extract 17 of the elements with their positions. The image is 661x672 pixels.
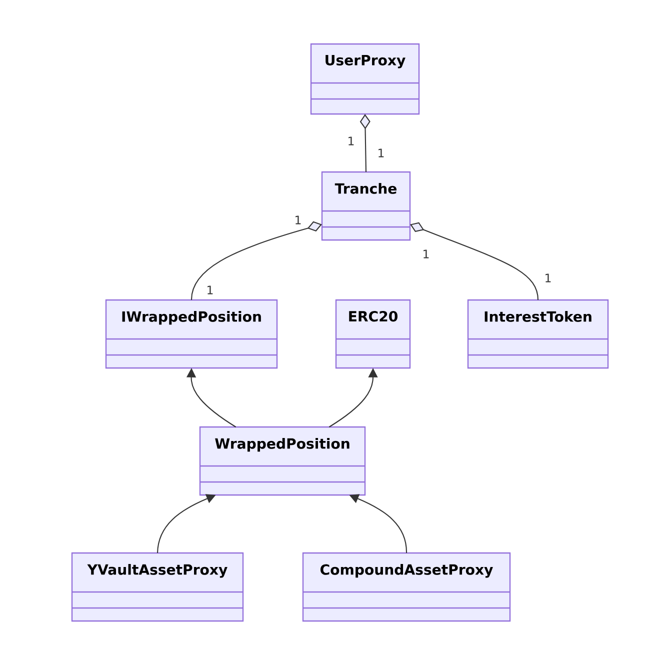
class-box: CompoundAssetProxy xyxy=(302,552,511,622)
multiplicity-label: 1 xyxy=(424,250,429,258)
class-box: Tranche xyxy=(321,171,411,241)
class-box: YVaultAssetProxy xyxy=(71,552,244,622)
multiplicity-label: 1 xyxy=(378,148,384,158)
class-box: ERC20 xyxy=(335,299,411,369)
class-box: UserProxy xyxy=(310,43,420,115)
class-box: IWrappedPosition xyxy=(105,299,278,369)
class-box: InterestToken xyxy=(467,299,609,369)
multiplicity-label: 1 xyxy=(208,286,213,294)
multiplicity-label: 1 xyxy=(348,136,354,146)
class-box: WrappedPosition xyxy=(199,426,366,496)
multiplicity-label: 1 xyxy=(296,216,301,224)
connector xyxy=(190,221,322,300)
connector xyxy=(410,222,539,300)
multiplicity-label: 1 xyxy=(546,274,551,282)
connector xyxy=(360,114,370,172)
